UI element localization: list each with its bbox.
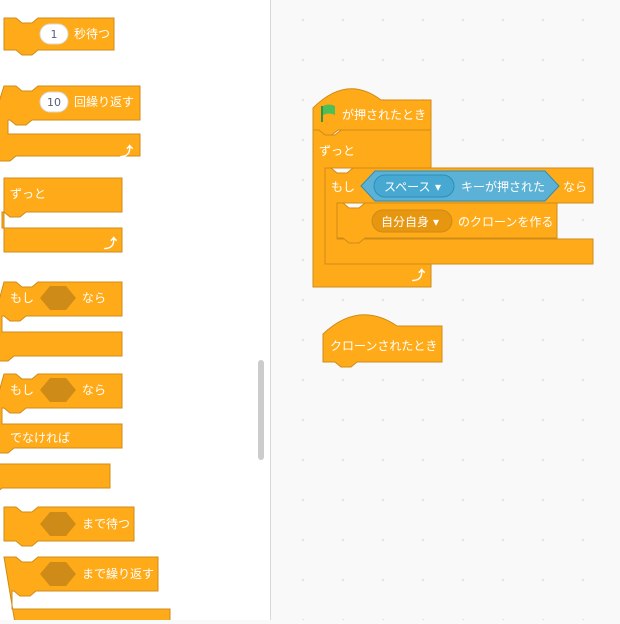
when-clone-started-label: クローンされたとき	[330, 339, 437, 353]
clone-target-dropdown[interactable]	[371, 209, 453, 233]
script-clone[interactable]: クローンされたとき	[322, 314, 443, 368]
chevron-down-icon: ▾	[433, 215, 439, 229]
if-label: もし	[331, 180, 355, 194]
forever-label: ずっと	[10, 187, 46, 201]
palette-divider	[270, 0, 271, 620]
when-flag-clicked-label: が押されたとき	[342, 107, 426, 122]
key-dropdown-value: スペース	[384, 180, 431, 194]
block-palette: 1 秒待つ 10 回繰り返す ⤴ ずっと ⤴ もし なら もし なら でなければ…	[0, 0, 270, 620]
if-label: もし	[10, 291, 34, 305]
loop-arrow-icon: ⤴	[120, 144, 134, 160]
loop-arrow-icon: ⤴	[412, 268, 426, 284]
key-dropdown[interactable]	[373, 174, 455, 198]
when-clone-started-block[interactable]: クローンされたとき	[322, 314, 443, 368]
palette-scrollbar[interactable]	[258, 360, 264, 460]
clone-target-value: 自分自身	[381, 214, 429, 229]
green-flag-icon	[321, 104, 335, 122]
create-clone-block[interactable]: 自分自身 ▾ のクローンを作る	[336, 202, 558, 244]
key-pressed-label: キーが押された	[461, 179, 545, 194]
forever-label: ずっと	[319, 144, 355, 158]
if-label: もし	[10, 383, 34, 397]
if-then-block[interactable]: もし なら スペース ▾ キーが押された 自分自身 ▾ のクローンを作る	[324, 167, 594, 265]
repeat-label: 回繰り返す	[74, 95, 134, 109]
when-flag-clicked-block[interactable]: が押されたとき	[312, 88, 432, 136]
chevron-down-icon: ▾	[435, 180, 441, 194]
wait-seconds-label: 秒待つ	[74, 27, 110, 41]
palette-canvas: 1 秒待つ 10 回繰り返す ⤴ ずっと ⤴ もし なら もし なら でなければ…	[0, 17, 171, 620]
condition-slot[interactable]	[40, 512, 76, 536]
wait-seconds-value: 1	[51, 28, 58, 41]
repeat-block[interactable]: 10 回繰り返す ⤴	[0, 85, 141, 162]
condition-slot[interactable]	[40, 562, 76, 586]
loop-arrow-icon: ⤴	[104, 236, 118, 252]
wait-seconds-block[interactable]: 1 秒待つ	[3, 17, 115, 56]
else-label: でなければ	[10, 431, 70, 445]
wait-until-block[interactable]: まで待つ	[3, 506, 135, 547]
if-then-block[interactable]: もし なら	[0, 281, 123, 362]
forever-block[interactable]: ずっと ⤴	[312, 129, 432, 288]
create-clone-label: のクローンを作る	[458, 215, 553, 229]
script-workspace[interactable]: が押されたとき ずっと ⤴ もし なら スペース ▾ キーが押された	[271, 0, 620, 620]
condition-slot[interactable]	[40, 378, 76, 402]
key-pressed-sensor[interactable]: スペース ▾ キーが押された	[360, 170, 560, 202]
forever-block[interactable]: ずっと ⤴	[1, 177, 123, 253]
if-else-block[interactable]: もし なら でなければ	[0, 373, 123, 493]
repeat-until-label: まで繰り返す	[82, 567, 154, 581]
script-flag[interactable]: が押されたとき ずっと ⤴ もし なら スペース ▾ キーが押された	[312, 88, 594, 288]
repeat-count-value: 10	[47, 96, 61, 109]
repeat-count-input[interactable]	[39, 91, 69, 113]
wait-seconds-input[interactable]	[39, 23, 69, 45]
then-label: なら	[82, 383, 106, 397]
then-label: なら	[563, 180, 587, 194]
condition-slot[interactable]	[40, 286, 76, 310]
wait-until-label: まで待つ	[82, 517, 130, 531]
repeat-until-block[interactable]: まで繰り返す	[3, 556, 171, 620]
then-label: なら	[82, 291, 106, 305]
workspace-canvas: が押されたとき ずっと ⤴ もし なら スペース ▾ キーが押された	[312, 88, 594, 368]
